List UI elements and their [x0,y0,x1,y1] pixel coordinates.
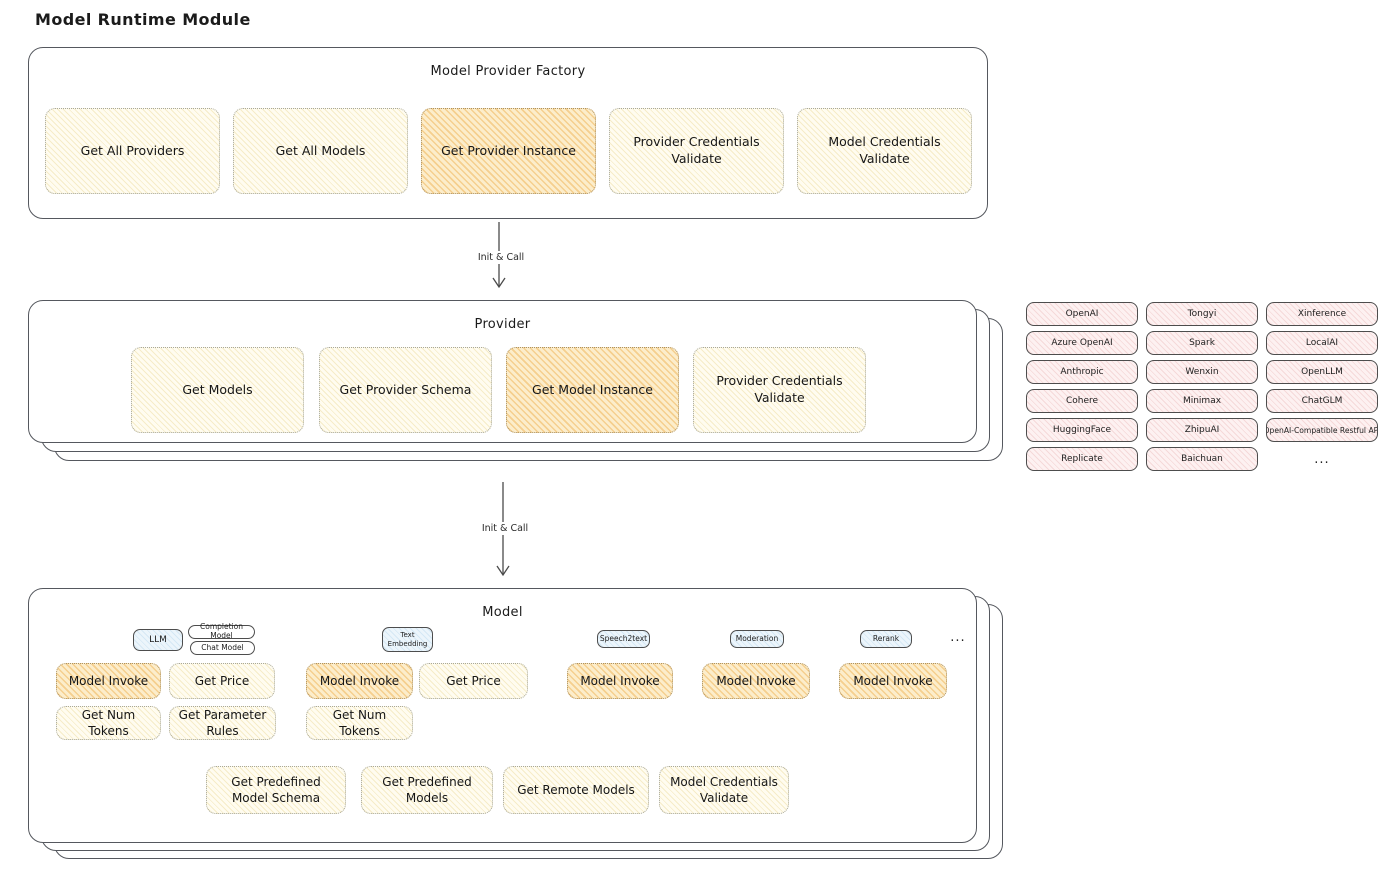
provider-chip-anthropic: Anthropic [1026,360,1138,384]
provider-get-models-button: Get Models [131,347,304,433]
get-remote-models-button: Get Remote Models [503,766,649,814]
provider-chip-replicate: Replicate [1026,447,1138,471]
provider-chip-spark: Spark [1146,331,1258,355]
provider-chip-openai-compatible-restful-api: OpenAI-Compatible Restful API [1266,418,1378,442]
provider-chip-chatglm: ChatGLM [1266,389,1378,413]
model-credentials-validate-button: Model Credentials Validate [659,766,789,814]
factory-model-credentials-validate-button: Model Credentials Validate [797,108,972,194]
tag-chat-model: Chat Model [190,641,255,655]
provider-chip-huggingface: HuggingFace [1026,418,1138,442]
provider-chip-minimax: Minimax [1146,389,1258,413]
tags-more-ellipsis: ... [950,629,966,645]
provider-get-provider-schema-button: Get Provider Schema [319,347,492,433]
providers-more-ellipsis: ... [1314,451,1330,467]
provider-chip-xinference: Xinference [1266,302,1378,326]
rerank-model-invoke-button: Model Invoke [839,663,947,699]
providers-panel: OpenAI Tongyi Xinference Azure OpenAI Sp… [1026,302,1378,471]
provider-chip-openai: OpenAI [1026,302,1138,326]
provider-chip-zhipuai: ZhipuAI [1146,418,1258,442]
provider-credentials-validate-button: Provider Credentials Validate [693,347,866,433]
provider-chip-tongyi: Tongyi [1146,302,1258,326]
provider-chip-localai: LocalAI [1266,331,1378,355]
provider-chip-wenxin: Wenxin [1146,360,1258,384]
factory-get-all-providers-button: Get All Providers [45,108,220,194]
factory-provider-credentials-validate-button: Provider Credentials Validate [609,108,784,194]
provider-box: Provider Get Models Get Provider Schema … [28,300,977,443]
provider-title: Provider [474,317,531,332]
model-title: Model [482,605,523,620]
model-provider-factory-title: Model Provider Factory [430,64,586,79]
page-title: Model Runtime Module [35,10,251,29]
provider-chip-azure-openai: Azure OpenAI [1026,331,1138,355]
tag-moderation: Moderation [730,630,784,648]
factory-get-provider-instance-button: Get Provider Instance [421,108,596,194]
llm-get-parameter-rules-button: Get Parameter Rules [169,706,276,740]
provider-chip-cohere: Cohere [1026,389,1138,413]
text-embedding-get-num-tokens-button: Get Num Tokens [306,706,413,740]
provider-get-model-instance-button: Get Model Instance [506,347,679,433]
get-predefined-model-schema-button: Get Predefined Model Schema [206,766,346,814]
model-provider-factory-box: Model Provider Factory Get All Providers… [28,47,988,219]
tag-completion-model: Completion Model [188,623,255,640]
tag-llm: LLM [133,629,183,651]
provider-chip-openllm: OpenLLM [1266,360,1378,384]
text-embedding-get-price-button: Get Price [419,663,528,699]
init-call-label-1: Init & Call [471,251,531,264]
provider-chip-baichuan: Baichuan [1146,447,1258,471]
get-predefined-models-button: Get Predefined Models [361,766,493,814]
speech2text-model-invoke-button: Model Invoke [567,663,673,699]
llm-get-num-tokens-button: Get Num Tokens [56,706,161,740]
tag-speech2text: Speech2text [597,630,650,648]
factory-get-all-models-button: Get All Models [233,108,408,194]
model-box: Model LLM Completion Model Chat Model Te… [28,588,977,843]
init-call-label-2: Init & Call [475,522,535,535]
moderation-model-invoke-button: Model Invoke [702,663,810,699]
llm-get-price-button: Get Price [169,663,275,699]
text-embedding-model-invoke-button: Model Invoke [306,663,413,699]
tag-rerank: Rerank [860,630,912,648]
llm-model-invoke-button: Model Invoke [56,663,161,699]
tag-text-embedding: Text Embedding [382,627,433,652]
